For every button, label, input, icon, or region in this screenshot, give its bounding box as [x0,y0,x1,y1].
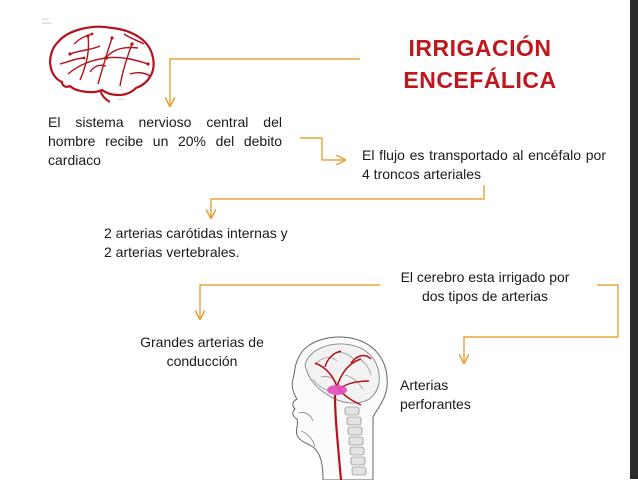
head-sagittal-illustration [291,336,388,480]
text-grandes-line-2: conducción [166,353,238,369]
text-perforantes-line-2: perforantes [400,396,471,412]
svg-text:▪▪▪▪▪▪: ▪▪▪▪▪▪ [118,97,124,101]
brain-illustration: ▪▪▪▪▪▪ ▪▪▪▪▪▪▪▪▪ ▪▪▪▪▪▪ [42,17,155,103]
text-cerebro: El cerebro esta irrigado por dos tipos d… [376,268,594,306]
text-arterias-perforantes: Arterias perforantes [400,376,520,414]
text-arterias: 2 arterias carótidas internas y 2 arteri… [104,224,334,262]
text-cerebro-line-1: El cerebro esta irrigado por [400,269,570,285]
text-arterias-line-2: 2 arterias vertebrales. [104,244,240,260]
text-flujo: El flujo es transportado al encéfalo por… [362,147,606,182]
arrow-sistema-to-flujo [300,137,344,160]
svg-text:▪▪▪▪▪▪: ▪▪▪▪▪▪ [42,17,48,21]
slide-title: IRRIGACIÓN ENCEFÁLICA [372,32,588,96]
title-line-2: ENCEFÁLICA [403,67,557,93]
text-grandes-line-1: Grandes arterias de [140,334,264,350]
text-cerebro-line-2: dos tipos de arterias [421,288,549,304]
text-sistema-nervioso: El sistema nervioso central del hombre r… [48,114,282,168]
svg-text:▪▪▪▪▪▪▪▪▪: ▪▪▪▪▪▪▪▪▪ [42,21,52,25]
arrow-title-to-sistema [170,58,360,105]
arrow-cerebro-to-perforantes [464,284,619,362]
title-line-1: IRRIGACIÓN [408,35,552,61]
text-grandes-arterias: Grandes arterias de conducción [118,333,286,371]
arrow-cerebro-to-grandes [200,284,380,318]
right-sidebar-bar [630,0,638,479]
text-arterias-line-1: 2 arterias carótidas internas y [104,225,288,241]
text-perforantes-line-1: Arterias [400,377,449,393]
arrow-flujo-to-arterias [211,185,485,217]
